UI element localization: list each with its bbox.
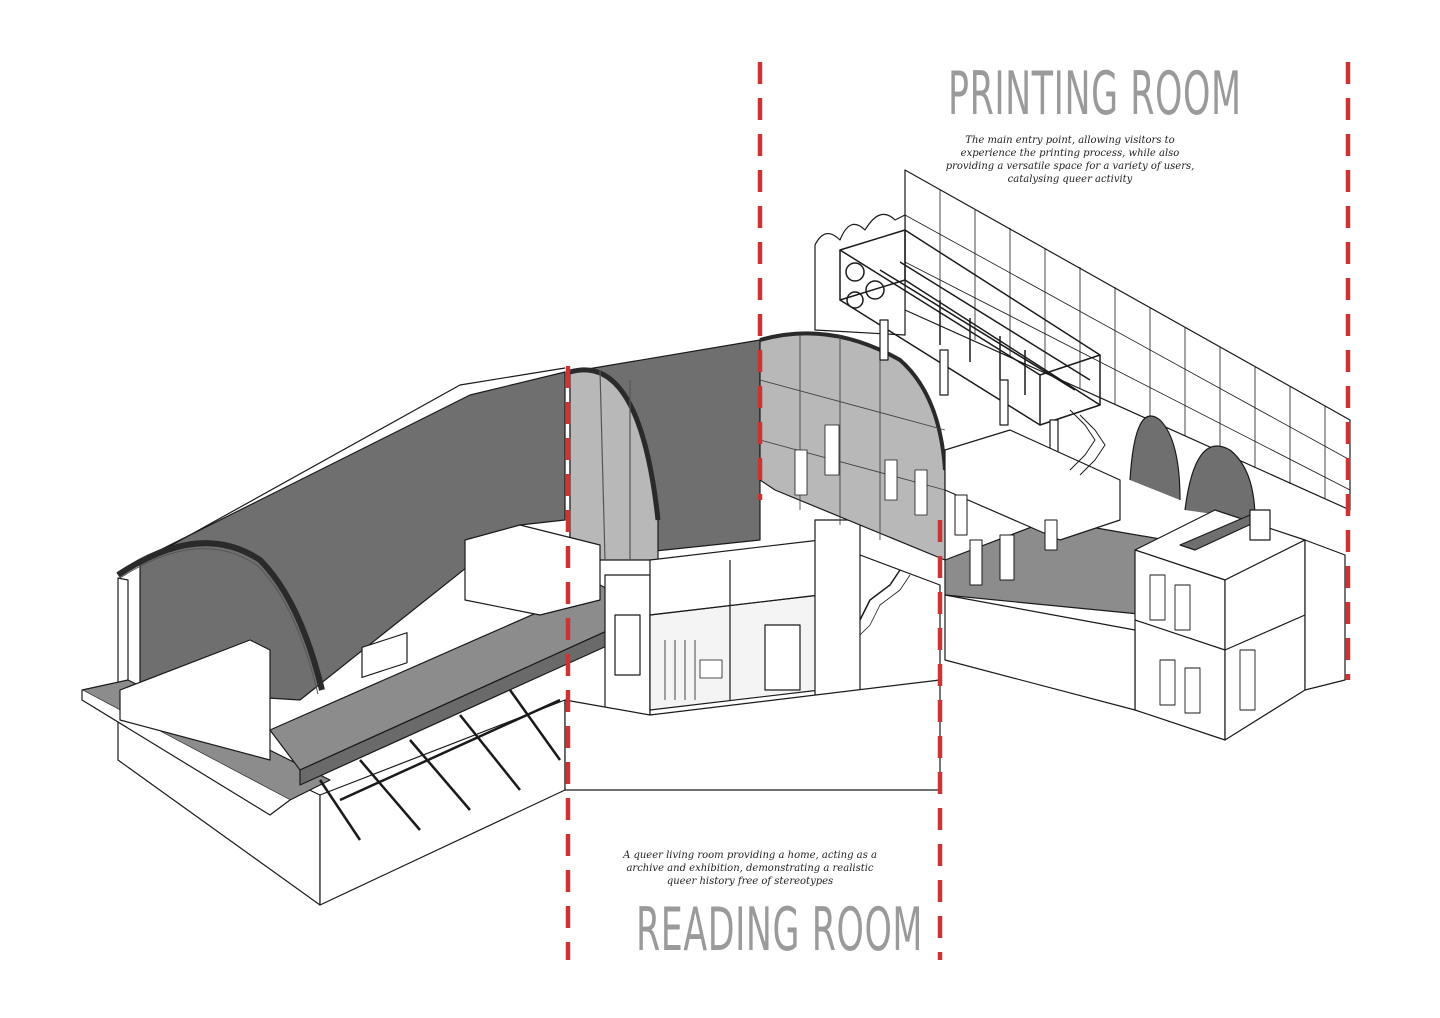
section-dividers [565,62,1351,960]
reading-room-title: READING ROOM [636,895,924,965]
reading-room-description: A queer living room providing a home, ac… [623,850,877,887]
spiral-stair [1069,409,1106,476]
left-vault-arch [116,540,325,691]
printing-counter [944,429,1121,541]
wall-tiles [904,190,1351,498]
press-columns [879,319,1059,466]
wall-arch [1129,415,1181,501]
printing-room-title: PRINTING ROOM [948,59,1242,129]
left-counter [119,639,271,761]
printing-room-description: The main entry point, allowing visitors … [945,135,1195,185]
left-roof-edge [117,367,566,576]
printing-end-wall [814,213,906,336]
steel-truss [318,689,562,841]
printing-press-frame [839,229,1101,426]
